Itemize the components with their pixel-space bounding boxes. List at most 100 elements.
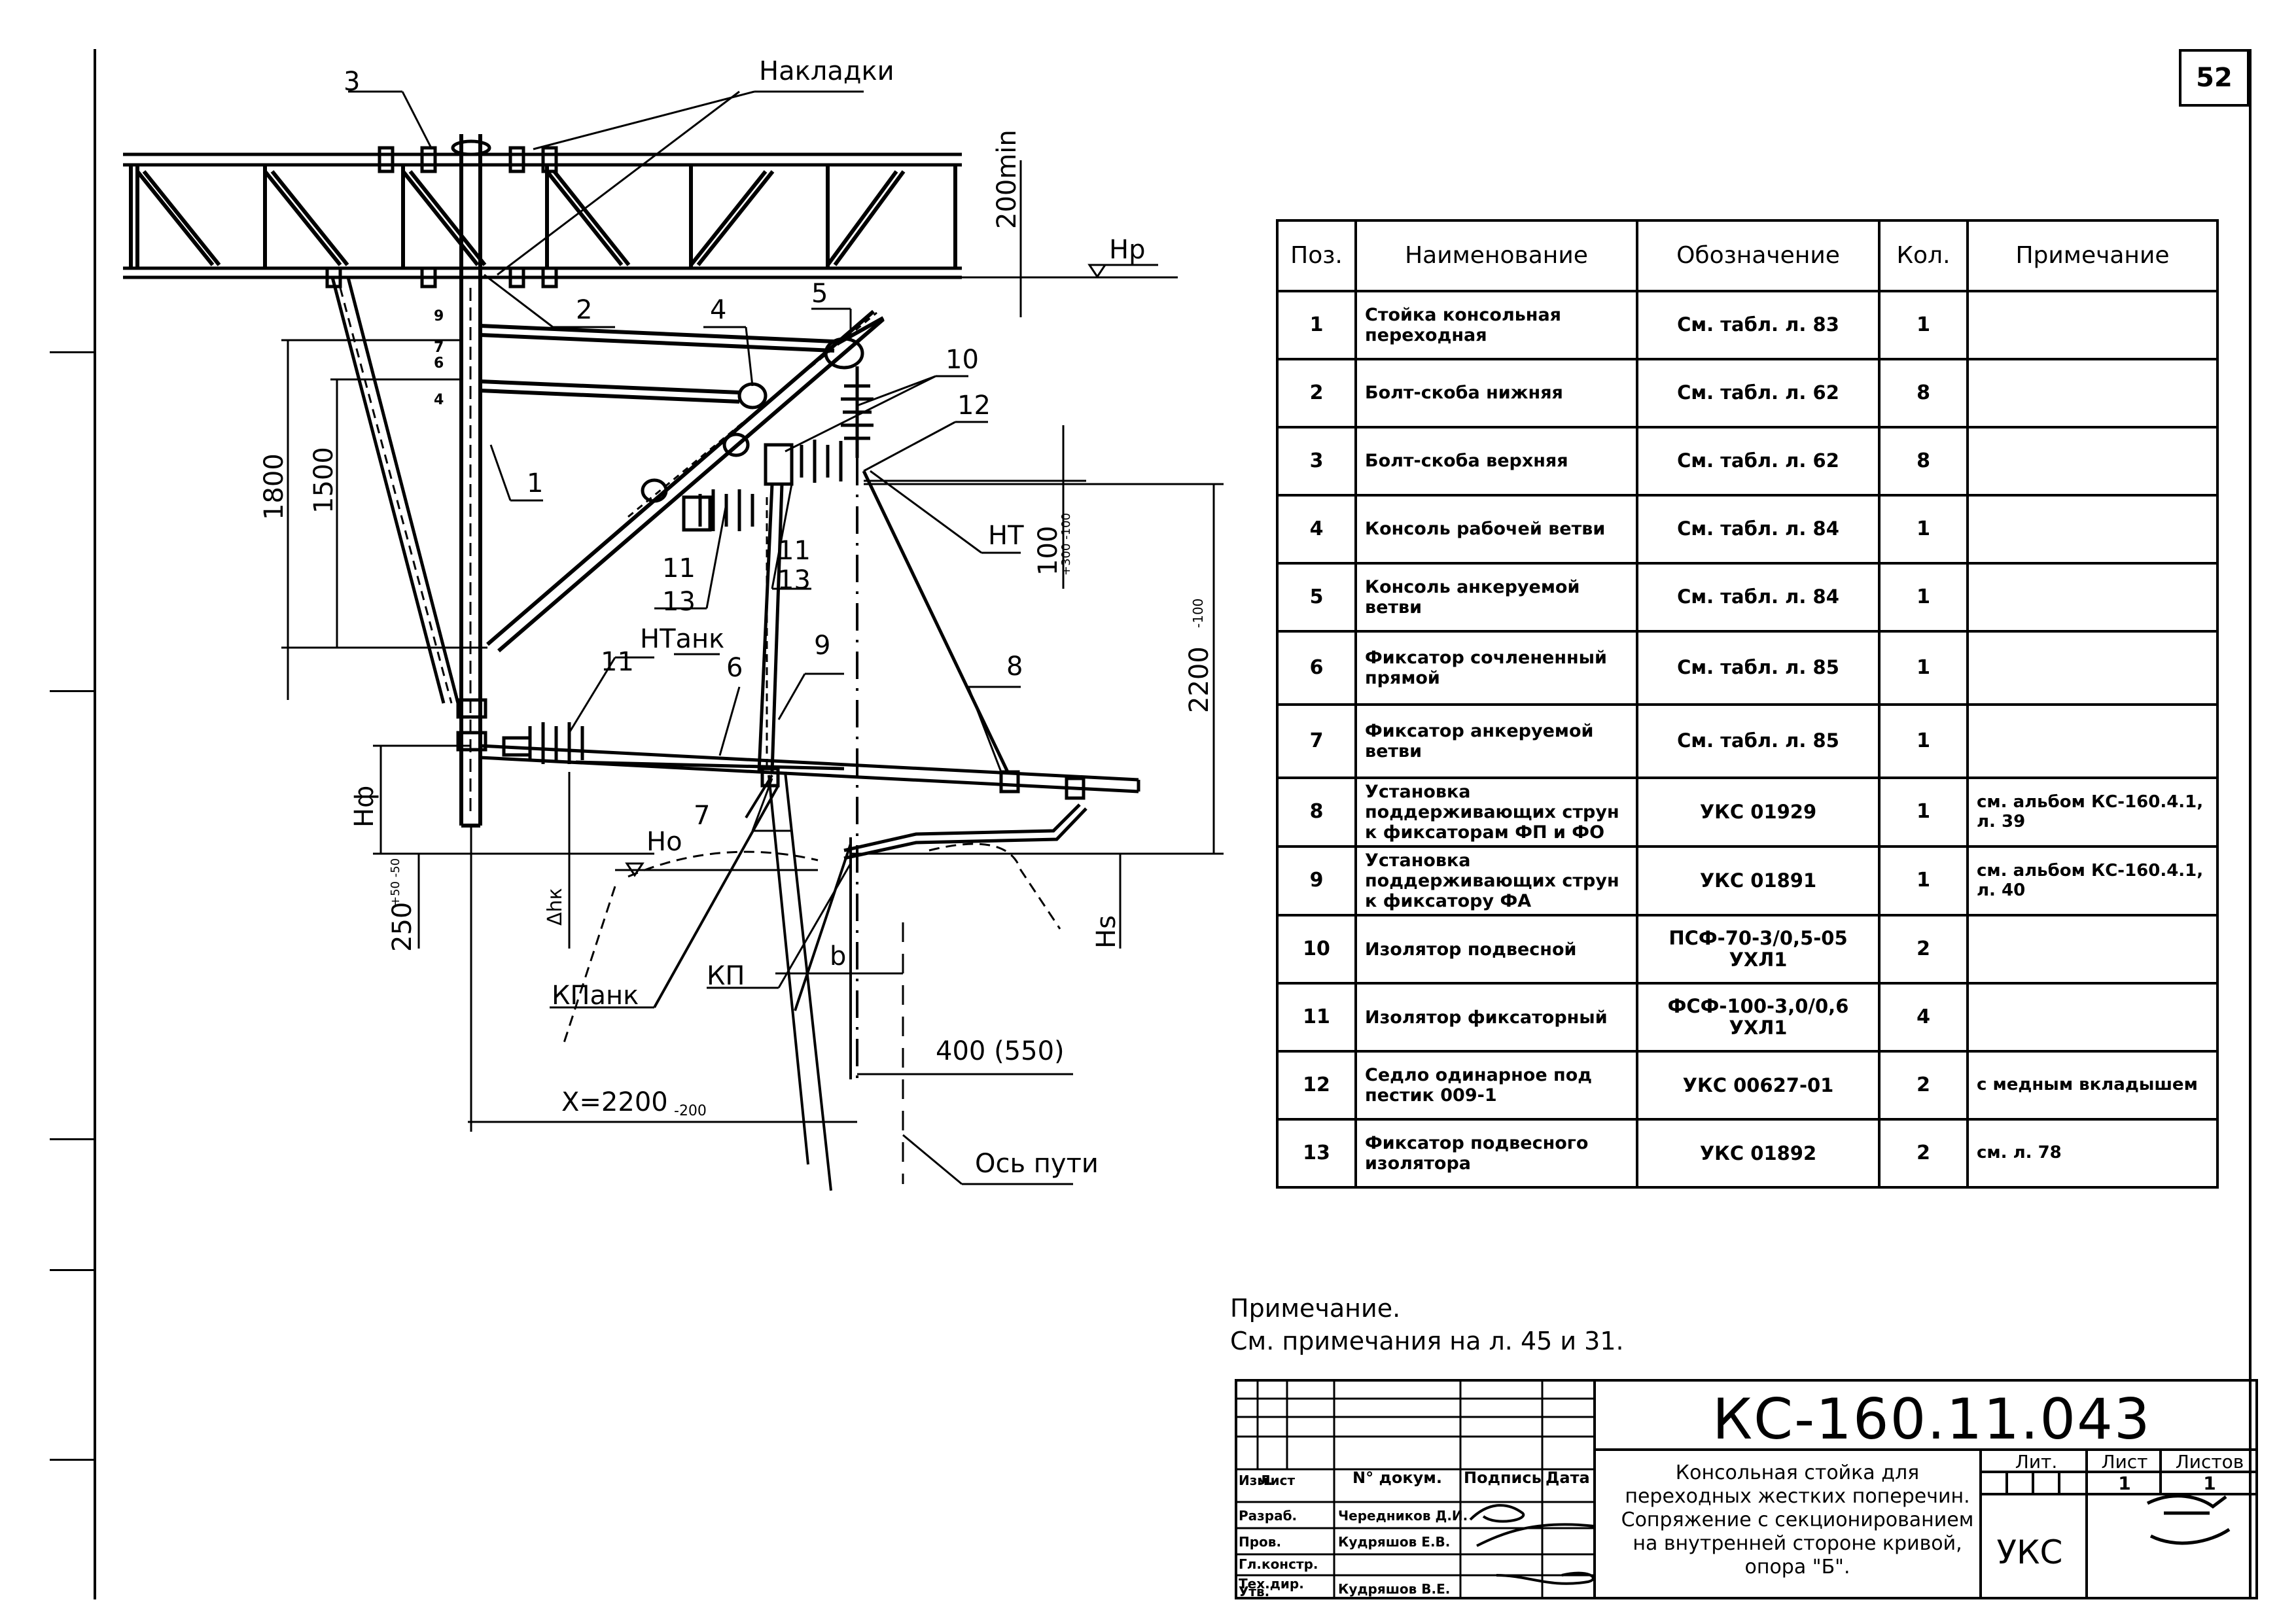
cell-qty: 2	[1878, 1050, 1969, 1121]
notes-title: Примечание.	[1230, 1294, 1401, 1323]
cell-code: УКС 01891	[1636, 845, 1881, 917]
cell-note	[1966, 562, 2219, 633]
cell-pos: 8	[1276, 776, 1357, 848]
label-pos7: 7	[694, 801, 710, 831]
label-kp: КП	[707, 961, 745, 991]
col-header-note: Примечание	[1966, 219, 2219, 292]
dim-1800: 1800	[259, 453, 289, 520]
title-line: опора "Б".	[1744, 1556, 1850, 1579]
col-header-qty: Кол.	[1878, 219, 1969, 292]
role-checker: Пров.	[1239, 1534, 1282, 1550]
cell-code: УКС 01892	[1636, 1118, 1881, 1189]
title-block-grid	[1235, 1379, 2258, 1599]
cell-pos: 13	[1276, 1118, 1357, 1189]
label-pos12: 12	[957, 391, 991, 421]
dim-2200-tol: -100	[1190, 599, 1206, 628]
hanger-strings	[757, 470, 1010, 773]
cell-note: см. л. 78	[1966, 1118, 2219, 1189]
cell-note	[1966, 494, 2219, 565]
cell-code: УКС 00627-01	[1636, 1050, 1881, 1121]
title-line: Сопряжение с секционированием	[1621, 1509, 1974, 1531]
dim-dhk: Δhк	[544, 888, 567, 926]
margin-tick	[50, 1138, 94, 1140]
cell-name: Фиксатор сочлененный прямой	[1354, 630, 1638, 706]
cell-code: ФСФ-100-3,0/0,6 УХЛ1	[1636, 982, 1881, 1053]
cell-note	[1966, 914, 2219, 985]
hdr-doc: N° докум.	[1352, 1469, 1442, 1487]
fixing-arm	[480, 744, 1140, 794]
specification-table: Поз. Наименование Обозначение Кол. Приме…	[1276, 219, 2219, 1189]
dim-hf: Hф	[349, 786, 380, 828]
cell-note: см. альбом КС-160.4.1, л. 40	[1966, 845, 2219, 917]
cell-qty: 1	[1878, 630, 1969, 706]
col-header-code: Обозначение	[1636, 219, 1881, 292]
cell-pos: 10	[1276, 914, 1357, 985]
cell-code: См. табл. л. 84	[1636, 562, 1881, 633]
cell-code: ПСФ-70-3/0,5-05 УХЛ1	[1636, 914, 1881, 985]
cell-pos: 6	[1276, 630, 1357, 706]
cell-qty: 4	[1878, 982, 1969, 1053]
cell-pos: 3	[1276, 426, 1357, 497]
dim-hp: Hp	[1109, 235, 1145, 265]
dim-ho: Ho	[646, 827, 682, 857]
cell-qty: 1	[1878, 290, 1969, 360]
drawing-title: Консольная стойка для переходных жестких…	[1614, 1461, 1981, 1579]
cell-pos: 12	[1276, 1050, 1357, 1121]
cell-code: См. табл. л. 84	[1636, 494, 1881, 565]
dim-250: 250	[387, 902, 417, 952]
margin-tick	[50, 690, 94, 692]
label-kpank: КПанк	[552, 981, 639, 1011]
cell-name: Болт-скоба верхняя	[1354, 426, 1638, 497]
cell-name: Седло одинарное под пестик 009-1	[1354, 1050, 1638, 1121]
cell-code: См. табл. л. 62	[1636, 358, 1881, 428]
label-pos11a: 11	[662, 553, 696, 584]
cell-name: Изолятор фиксаторный	[1354, 982, 1638, 1053]
label-pos13b: 13	[777, 565, 811, 595]
notes-text: См. примечания на л. 45 и 31.	[1230, 1327, 1624, 1355]
cell-qty: 1	[1878, 776, 1969, 848]
hdr-sheet: Лист	[2101, 1451, 2148, 1473]
label-pos10: 10	[945, 345, 979, 375]
cell-pos: 9	[1276, 845, 1357, 917]
dim-2200: 2200	[1184, 646, 1214, 713]
dim-100: 100	[1033, 526, 1063, 576]
name-developer: Чередников Д.И.	[1338, 1508, 1468, 1524]
label-pos4: 4	[710, 295, 726, 325]
name-approver: Кудряшов В.Е.	[1338, 1581, 1451, 1597]
cell-qty: 8	[1878, 358, 1969, 428]
leader-lines	[348, 90, 1021, 1009]
hdr-date: Дата	[1545, 1469, 1590, 1487]
cell-pos: 5	[1276, 562, 1357, 633]
label-hole4: 4	[434, 392, 444, 408]
cell-name: Консоль анкеруемой ветви	[1354, 562, 1638, 633]
cell-qty: 2	[1878, 914, 1969, 985]
dim-1500: 1500	[309, 447, 339, 514]
role-tech-director: Тех.дир.	[1239, 1576, 1304, 1592]
cell-note	[1966, 358, 2219, 428]
console-post	[459, 134, 482, 828]
cell-pos: 11	[1276, 982, 1357, 1053]
margin-tick	[50, 1459, 94, 1461]
dim-100-tol: +300 -100	[1059, 513, 1073, 576]
cell-qty: 1	[1878, 703, 1969, 779]
label-hole9: 9	[434, 308, 444, 324]
role-chief-designer: Гл.констр.	[1239, 1556, 1318, 1572]
dim-x-tol: -200	[674, 1103, 707, 1119]
label-pos11c: 11	[601, 647, 634, 677]
cell-code: См. табл. л. 85	[1636, 703, 1881, 779]
cantilever-rods	[480, 309, 885, 653]
cell-code: См. табл. л. 62	[1636, 426, 1881, 497]
cell-note	[1966, 703, 2219, 779]
pantograph-envelope	[561, 843, 1061, 1047]
level-markers	[625, 264, 1158, 877]
margin-tick	[50, 351, 94, 353]
